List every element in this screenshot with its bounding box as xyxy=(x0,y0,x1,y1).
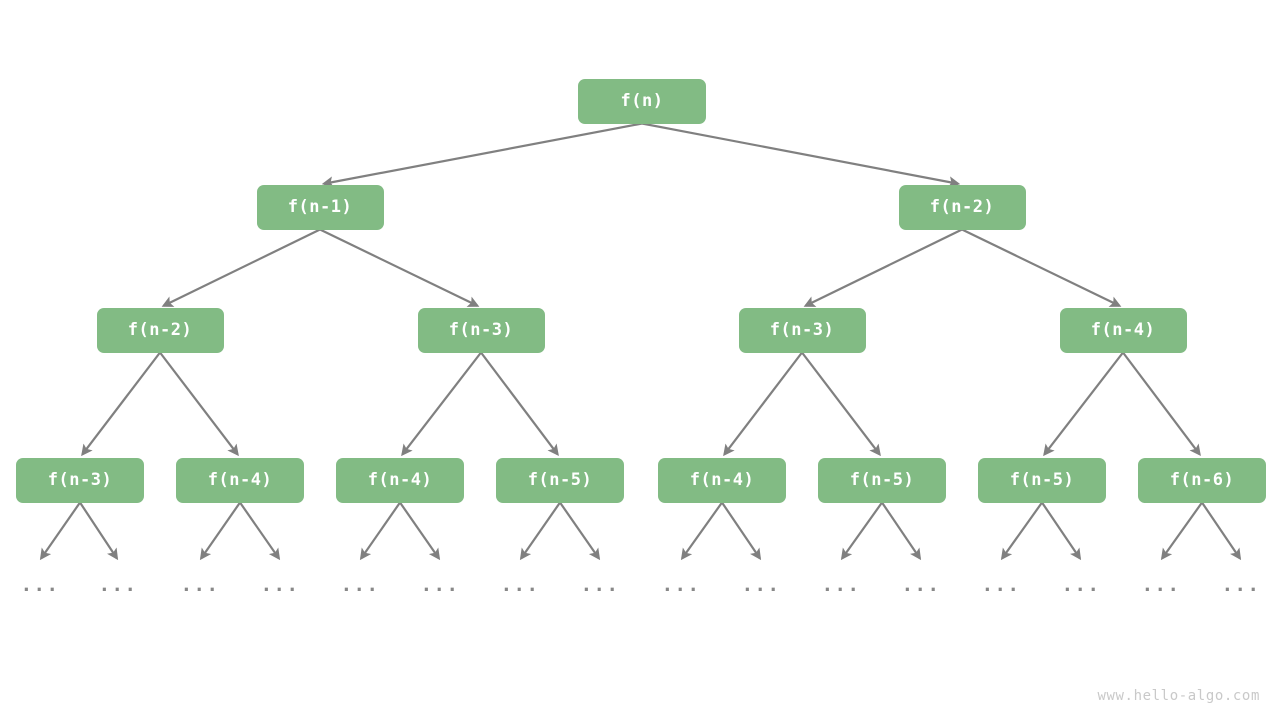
tree-node-n7: f(n-3) xyxy=(16,457,144,503)
tree-node-label: f(n) xyxy=(620,91,664,111)
ellipsis-marker: ... xyxy=(1221,574,1261,596)
ellipsis-marker: ... xyxy=(821,574,861,596)
leaf-stub-arrow-5 xyxy=(399,501,441,561)
leaf-stub-arrow-10 xyxy=(840,501,883,561)
leaf-stub-arrow-12 xyxy=(1000,501,1043,561)
leaf-stub-arrow-9 xyxy=(721,501,762,561)
tree-node-n6: f(n-4) xyxy=(1059,307,1187,353)
tree-edge-n1-n4 xyxy=(319,228,480,307)
tree-node-n10: f(n-5) xyxy=(496,457,624,503)
ellipsis-marker: ... xyxy=(260,574,300,596)
tree-node-label: f(n-3) xyxy=(769,320,835,340)
tree-edge-n5-n11 xyxy=(723,351,803,457)
watermark: www.hello-algo.com xyxy=(1097,688,1260,704)
leaf-stub-arrow-3 xyxy=(239,501,281,561)
tree-edge-n1-n3 xyxy=(161,228,321,307)
ellipsis-marker: ... xyxy=(661,574,701,596)
tree-node-label: f(n-3) xyxy=(47,470,113,490)
tree-edge-n4-n10 xyxy=(480,351,559,457)
tree-edge-n2-n6 xyxy=(961,228,1122,307)
tree-edge-n4-n9 xyxy=(401,351,482,457)
tree-node-label: f(n-1) xyxy=(287,197,353,217)
tree-node-n4: f(n-3) xyxy=(417,307,545,353)
tree-node-n14: f(n-6) xyxy=(1138,457,1266,503)
ellipsis-marker: ... xyxy=(420,574,460,596)
ellipsis-marker: ... xyxy=(20,574,60,596)
leaf-stub-arrow-2 xyxy=(199,501,241,561)
tree-node-n12: f(n-5) xyxy=(818,457,946,503)
ellipsis-marker: ... xyxy=(1141,574,1181,596)
leaf-stub-arrow-13 xyxy=(1041,501,1082,561)
tree-node-label: f(n-5) xyxy=(849,470,915,490)
tree-node-label: f(n-4) xyxy=(207,470,273,490)
tree-node-n1: f(n-1) xyxy=(256,184,384,230)
ellipsis-marker: ... xyxy=(98,574,138,596)
ellipsis-marker: ... xyxy=(500,574,540,596)
leaf-stub-arrows xyxy=(39,501,1242,561)
leaf-stub-arrow-8 xyxy=(680,501,723,561)
tree-edge-n3-n8 xyxy=(159,351,239,457)
tree-node-label: f(n-4) xyxy=(689,470,755,490)
tree-node-n13: f(n-5) xyxy=(978,457,1106,503)
ellipsis-marker: ... xyxy=(981,574,1021,596)
tree-node-n8: f(n-4) xyxy=(176,457,304,503)
tree-edge-n5-n12 xyxy=(801,351,881,457)
tree-node-label: f(n-2) xyxy=(127,320,193,340)
tree-edge-n0-n2 xyxy=(641,122,961,188)
leaf-stub-arrow-11 xyxy=(881,501,922,561)
tree-edge-n0-n1 xyxy=(321,122,643,188)
leaf-stub-arrow-15 xyxy=(1201,501,1242,561)
ellipsis-marker: ... xyxy=(1061,574,1101,596)
tree-node-n5: f(n-3) xyxy=(738,307,866,353)
ellipsis-marker: ... xyxy=(580,574,620,596)
leaf-stub-arrow-14 xyxy=(1160,501,1203,561)
tree-node-n2: f(n-2) xyxy=(898,184,1026,230)
ellipsis-marker: ... xyxy=(180,574,220,596)
tree-edge-n6-n13 xyxy=(1043,351,1124,457)
ellipsis-marker: ... xyxy=(741,574,781,596)
ellipsis-marker: ... xyxy=(340,574,380,596)
leaf-stub-arrow-6 xyxy=(519,501,561,561)
tree-node-n11: f(n-4) xyxy=(658,457,786,503)
leaf-stub-arrow-7 xyxy=(559,501,601,561)
leaf-stub-arrow-1 xyxy=(79,501,119,561)
leaf-stub-arrow-4 xyxy=(359,501,401,561)
tree-edge-n3-n7 xyxy=(81,351,161,457)
tree-node-n3: f(n-2) xyxy=(96,307,224,353)
tree-node-label: f(n-5) xyxy=(1009,470,1075,490)
tree-node-label: f(n-5) xyxy=(527,470,593,490)
tree-node-n9: f(n-4) xyxy=(336,457,464,503)
tree-node-label: f(n-2) xyxy=(929,197,995,217)
tree-edges xyxy=(81,122,1201,457)
tree-node-label: f(n-4) xyxy=(1090,320,1156,340)
tree-node-n0: f(n) xyxy=(578,78,706,124)
tree-edge-n6-n14 xyxy=(1122,351,1201,457)
leaf-stub-arrow-0 xyxy=(39,501,81,561)
tree-edge-n2-n5 xyxy=(803,228,963,307)
tree-node-label: f(n-6) xyxy=(1169,470,1235,490)
tree-node-label: f(n-4) xyxy=(367,470,433,490)
tree-node-label: f(n-3) xyxy=(448,320,514,340)
ellipsis-marker: ... xyxy=(901,574,941,596)
